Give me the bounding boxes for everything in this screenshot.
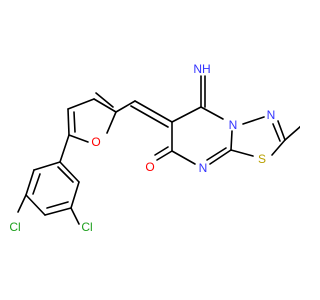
ring-sulfur-label: S	[258, 152, 266, 166]
bond	[44, 207, 72, 216]
furan-oxygen-label: O	[91, 135, 100, 149]
ring-nitrogen-label: N	[229, 118, 238, 132]
bond	[200, 106, 224, 120]
bond	[230, 130, 233, 151]
bond	[17, 194, 27, 213]
bond	[46, 201, 69, 209]
bonds	[17, 75, 300, 225]
bond	[68, 134, 89, 143]
bond	[284, 125, 300, 141]
bond	[156, 150, 173, 161]
bond	[25, 169, 35, 196]
bond	[272, 123, 281, 142]
bond	[130, 105, 169, 128]
bond	[73, 111, 76, 133]
bond	[93, 98, 117, 113]
bond	[70, 181, 80, 209]
bond	[271, 139, 286, 156]
bond	[67, 98, 95, 110]
bond	[33, 161, 61, 171]
bond	[106, 111, 117, 134]
bond	[59, 134, 70, 163]
bond	[209, 149, 232, 165]
imine-nh-label: NH	[193, 62, 210, 76]
bond	[70, 207, 80, 225]
carbonyl-oxygen-label: O	[145, 160, 154, 174]
bond	[171, 106, 202, 123]
bond	[171, 150, 196, 165]
bond	[115, 100, 136, 113]
bond	[57, 166, 74, 183]
atom-labels: NH N N N S O O Cl Cl	[9, 62, 275, 234]
bond	[59, 161, 80, 183]
ring-nitrogen-label: N	[199, 161, 208, 175]
bond	[67, 108, 70, 136]
molecule-structure: NH N N N S O O Cl Cl	[9, 62, 300, 234]
bond	[242, 116, 265, 125]
chlorine-label: Cl	[9, 220, 20, 234]
chlorine-label: Cl	[81, 220, 92, 234]
bond	[277, 120, 286, 141]
bond	[154, 146, 169, 156]
bond	[25, 194, 46, 216]
bond	[95, 92, 114, 108]
bond	[230, 149, 254, 157]
bond	[134, 100, 173, 123]
bond	[206, 147, 227, 161]
ring-nitrogen-label: N	[267, 108, 276, 122]
bond	[32, 173, 41, 195]
